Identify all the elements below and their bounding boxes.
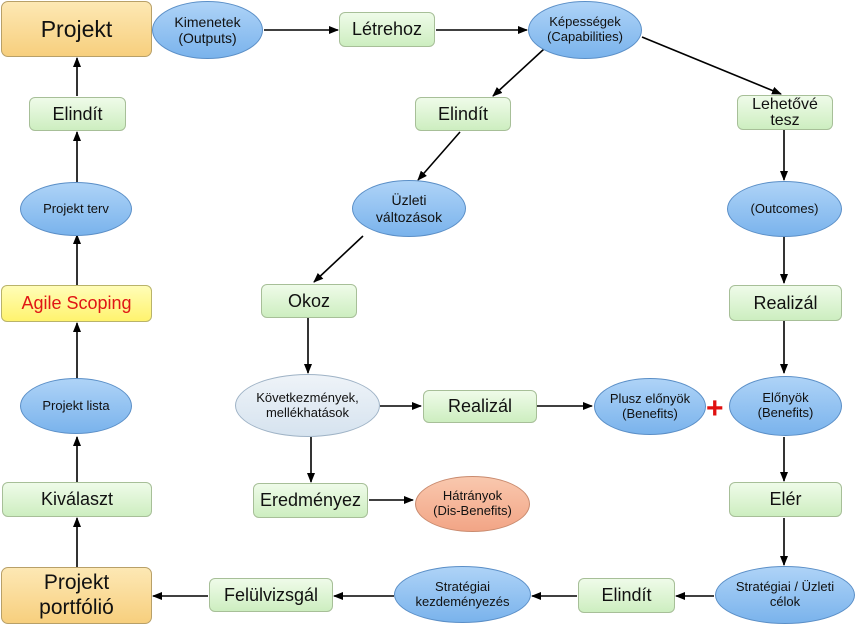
strategiai-uzleti-celok-node: Stratégiai / Üzleti célok xyxy=(715,566,855,624)
projekt-terv-node: Projekt terv xyxy=(20,182,132,236)
plusz-elonyok-node: Plusz előnyök (Benefits) xyxy=(594,378,706,435)
arrow-kepessegek-to-elindit xyxy=(492,48,545,97)
uzleti-valtozasok-node: Üzleti változások xyxy=(352,180,466,237)
elindit-mid-node: Elindít xyxy=(415,97,511,131)
kepessegek-node: Képességek (Capabilities) xyxy=(528,1,642,59)
strategiai-kezdemenyezes-node: Stratégiai kezdeményezés xyxy=(394,566,531,623)
plus-sign: + xyxy=(706,392,724,425)
letrehoz-node: Létrehoz xyxy=(339,12,435,47)
arrow-elindit-to-uzleti xyxy=(417,131,461,181)
lehetove-tesz-node: Lehetővé tesz xyxy=(737,95,833,130)
realizal-mid-node: Realizál xyxy=(423,390,537,423)
arrow-uzleti-to-okoz xyxy=(313,235,364,283)
elonyok-node: Előnyök (Benefits) xyxy=(729,376,842,436)
kimenetek-node: Kimenetek (Outputs) xyxy=(152,1,263,59)
felulvizsgal-node: Felülvizsgál xyxy=(209,578,333,612)
hatranyok-node: Hátrányok (Dis-Benefits) xyxy=(415,476,530,532)
projekt-portfolio-node: Projekt portfólió xyxy=(1,567,152,624)
kovetkezmenyek-node: Következmények, mellékhatások xyxy=(235,374,380,437)
elindit-bottom-node: Elindít xyxy=(578,578,675,613)
projekt-lista-node: Projekt lista xyxy=(20,378,132,434)
arrow-kepessegek-to-lehetove xyxy=(641,36,782,95)
kivalaszt-node: Kiválaszt xyxy=(2,482,152,517)
elindit-left-node: Elindít xyxy=(29,97,126,131)
outcomes-node: (Outcomes) xyxy=(727,181,842,237)
eler-node: Elér xyxy=(729,482,842,517)
eredmenyez-node: Eredményez xyxy=(253,483,368,518)
okoz-node: Okoz xyxy=(261,284,357,318)
agile-scoping-node: Agile Scoping xyxy=(1,285,152,322)
projekt-node: Projekt xyxy=(1,1,152,57)
realizal-right-node: Realizál xyxy=(729,285,842,321)
